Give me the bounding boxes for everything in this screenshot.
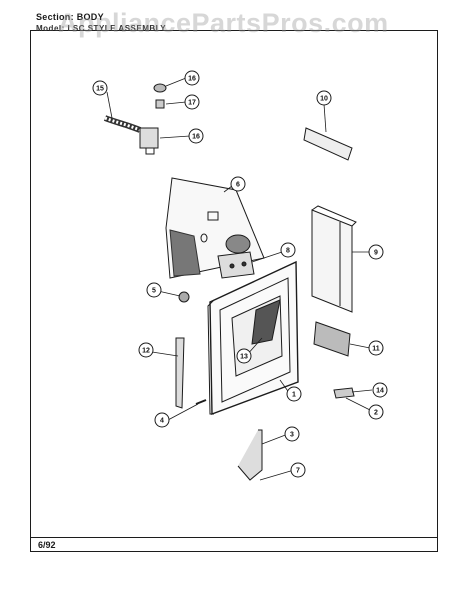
knob-part <box>178 291 190 303</box>
watermark: AppliancePartsPros.com <box>58 8 389 38</box>
strap-part <box>175 337 185 409</box>
callout-number: 1 <box>292 392 296 399</box>
callout-12: 12 <box>138 342 154 358</box>
callout-number: 3 <box>290 432 294 439</box>
callout-number: 2 <box>374 410 378 417</box>
footer-strip <box>30 538 438 552</box>
callout-number: 16 <box>188 76 196 83</box>
callout-11: 11 <box>368 340 384 356</box>
screw-part <box>195 399 207 405</box>
callout-16-bottom: 16 <box>188 128 204 144</box>
callout-number: 16 <box>192 134 200 141</box>
label-plate-part <box>313 321 351 357</box>
callout-number: 7 <box>296 468 300 475</box>
callout-16-top: 16 <box>184 70 200 86</box>
diagram-frame <box>30 30 438 538</box>
callout-14: 14 <box>372 382 388 398</box>
callout-10: 10 <box>316 90 332 106</box>
callout-3: 3 <box>284 426 300 442</box>
fill-hose-part <box>103 115 159 155</box>
callout-number: 14 <box>376 388 384 395</box>
callout-number: 17 <box>188 100 196 107</box>
callout-number: 6 <box>236 182 240 189</box>
model-label: Model: LSC STYLE ASSEMBLY <box>36 24 167 33</box>
clip-part <box>333 387 355 399</box>
callout-7: 7 <box>290 462 306 478</box>
callout-number: 5 <box>152 288 156 295</box>
callout-9: 9 <box>368 244 384 260</box>
callout-4: 4 <box>154 412 170 428</box>
nut-part <box>155 99 165 109</box>
cabinet-front-part <box>207 260 299 416</box>
callout-5: 5 <box>146 282 162 298</box>
callout-number: 10 <box>320 96 328 103</box>
callouts: 15 16 17 16 10 6 8 9 5 11 12 13 1 14 2 4… <box>92 70 388 478</box>
callout-number: 9 <box>374 250 378 257</box>
section-label: Section: BODY <box>36 12 104 22</box>
callout-15: 15 <box>92 80 108 96</box>
callout-6: 6 <box>230 176 246 192</box>
leg-part <box>237 429 263 481</box>
callout-1: 1 <box>286 386 302 402</box>
bracket-part <box>217 251 255 279</box>
callout-2: 2 <box>368 404 384 420</box>
callout-number: 8 <box>286 248 290 255</box>
callout-number: 12 <box>142 348 150 355</box>
callout-number: 11 <box>372 346 380 353</box>
callout-17: 17 <box>184 94 200 110</box>
top-cap-part <box>303 127 353 161</box>
footer-date: 6/92 <box>38 540 56 550</box>
callout-13: 13 <box>236 348 252 364</box>
callout-number: 4 <box>160 418 164 425</box>
leader-lines <box>106 77 373 481</box>
callout-number: 13 <box>240 354 248 361</box>
callout-number: 15 <box>96 86 104 93</box>
callout-8: 8 <box>280 242 296 258</box>
washer-part <box>153 83 167 93</box>
side-channel-part <box>311 205 357 313</box>
